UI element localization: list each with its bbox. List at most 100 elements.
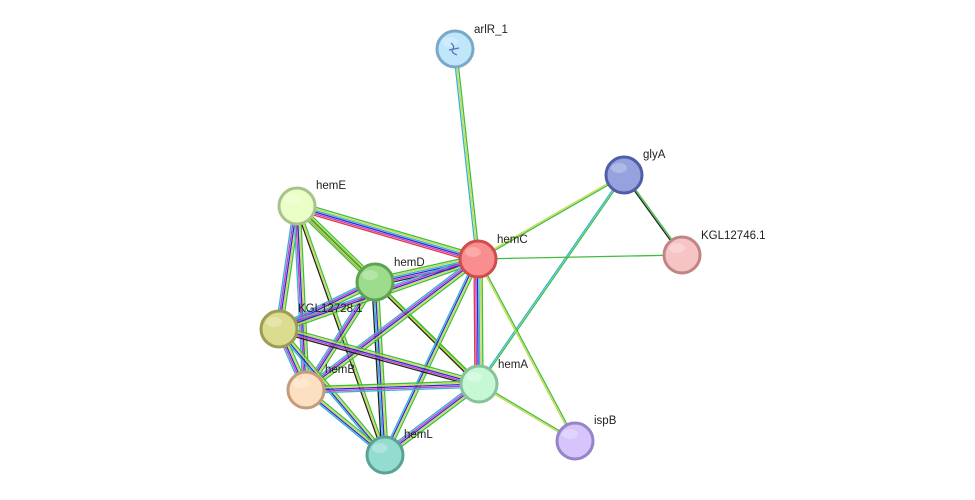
edge-line xyxy=(306,386,480,394)
node-hemE[interactable]: hemE xyxy=(277,180,346,226)
edge-line xyxy=(477,254,683,260)
node-circle[interactable] xyxy=(458,239,498,279)
node-label: hemA xyxy=(498,359,528,371)
edge-line xyxy=(384,383,480,456)
edge-line xyxy=(374,281,386,456)
edge-hemA-hemL xyxy=(382,380,482,459)
edge-line xyxy=(481,258,484,384)
edge-line xyxy=(296,207,478,262)
edge-hemC-hemL xyxy=(382,257,481,457)
edge-line xyxy=(476,259,575,442)
node-label: KGL12746.1 xyxy=(701,230,766,242)
node-highlight xyxy=(669,243,685,253)
edge-line xyxy=(281,206,301,330)
edge-arlR_1-hemC xyxy=(452,48,481,260)
edge-line xyxy=(383,382,479,455)
node-label: hemD xyxy=(394,257,425,269)
edge-line xyxy=(303,255,477,388)
node-highlight xyxy=(466,372,482,382)
node-highlight xyxy=(284,194,300,204)
node-highlight xyxy=(611,163,627,173)
edge-line xyxy=(478,258,577,441)
node-circle[interactable] xyxy=(259,309,299,349)
edge-line xyxy=(477,173,624,259)
edge-line xyxy=(371,282,383,456)
node-highlight xyxy=(372,443,388,453)
edge-line xyxy=(278,205,298,330)
edge-line xyxy=(278,329,479,387)
edge-line xyxy=(452,49,478,260)
node-label: glyA xyxy=(643,149,666,161)
edge-line xyxy=(297,203,479,258)
edge-hemC-hemA xyxy=(473,258,484,385)
node-label: hemL xyxy=(404,429,433,441)
edge-hemC-KGL12746.1 xyxy=(477,254,683,260)
edge-line xyxy=(295,209,478,264)
edge-line xyxy=(297,204,479,259)
node-circle[interactable] xyxy=(277,186,317,226)
node-arlR_1[interactable]: arlR_1 xyxy=(435,24,508,69)
node-highlight xyxy=(465,247,481,257)
edge-line xyxy=(305,258,479,391)
node-circle[interactable] xyxy=(555,421,595,461)
edge-line xyxy=(375,281,388,455)
edge-line xyxy=(296,205,386,456)
edge-line xyxy=(382,257,477,455)
edge-line xyxy=(479,258,483,384)
edge-glyA-hemA xyxy=(477,174,626,385)
node-circle[interactable] xyxy=(365,435,405,475)
edge-line xyxy=(454,48,479,260)
node-hemC[interactable]: hemC xyxy=(458,234,528,279)
edge-line xyxy=(386,259,481,457)
edge-glyA-hemC xyxy=(477,173,625,261)
edge-line xyxy=(279,326,480,384)
node-circle[interactable] xyxy=(459,364,499,404)
edge-hemD-hemL xyxy=(371,281,389,456)
node-ispB[interactable]: ispB xyxy=(555,415,617,461)
edge-line xyxy=(385,384,481,457)
edge-hemC-ispB xyxy=(476,258,577,442)
edge-hemC-hemB xyxy=(303,255,481,394)
edge-line xyxy=(307,261,481,394)
edge-line xyxy=(304,257,478,390)
edge-line xyxy=(478,258,481,384)
edge-line xyxy=(455,48,481,259)
node-label: ispB xyxy=(594,415,617,427)
edge-line xyxy=(305,383,480,391)
edge-line xyxy=(374,281,480,385)
node-glyA[interactable]: glyA xyxy=(604,149,666,195)
node-hemB[interactable]: hemB xyxy=(286,364,355,410)
node-circle[interactable] xyxy=(604,155,644,195)
nodes-layer: arlR_1 glyA KGL12746.1 hemE hemC hemD KGL12728… xyxy=(259,24,766,475)
node-label: hemC xyxy=(497,234,528,246)
node-circle[interactable] xyxy=(662,235,702,275)
edge-line xyxy=(382,380,478,453)
node-circle[interactable] xyxy=(355,262,395,302)
node-KGL12728.1[interactable]: KGL12728.1 xyxy=(259,303,363,349)
node-circle[interactable] xyxy=(286,370,326,410)
edge-line xyxy=(279,206,300,330)
edge-line xyxy=(478,175,625,261)
edge-line xyxy=(277,331,479,388)
node-KGL12746.1[interactable]: KGL12746.1 xyxy=(662,230,766,275)
edge-line xyxy=(473,259,476,385)
node-hemL[interactable]: hemL xyxy=(365,429,433,475)
edge-line xyxy=(479,175,626,385)
node-label: KGL12728.1 xyxy=(298,303,363,315)
edge-line xyxy=(306,384,480,393)
node-label: hemB xyxy=(325,364,355,376)
node-hemD[interactable]: hemD xyxy=(355,257,425,302)
edge-line xyxy=(474,259,478,385)
edge-line xyxy=(375,280,481,384)
edge-line xyxy=(377,281,389,455)
node-highlight xyxy=(362,270,378,280)
edge-line xyxy=(297,201,480,256)
edge-line xyxy=(383,258,478,455)
node-hemA[interactable]: hemA xyxy=(459,359,528,404)
edge-hemE-hemC xyxy=(295,201,480,264)
node-label: arlR_1 xyxy=(474,24,508,36)
edge-hemD-hemA xyxy=(373,280,481,386)
edge-line xyxy=(305,380,479,388)
edge-line xyxy=(385,259,480,456)
